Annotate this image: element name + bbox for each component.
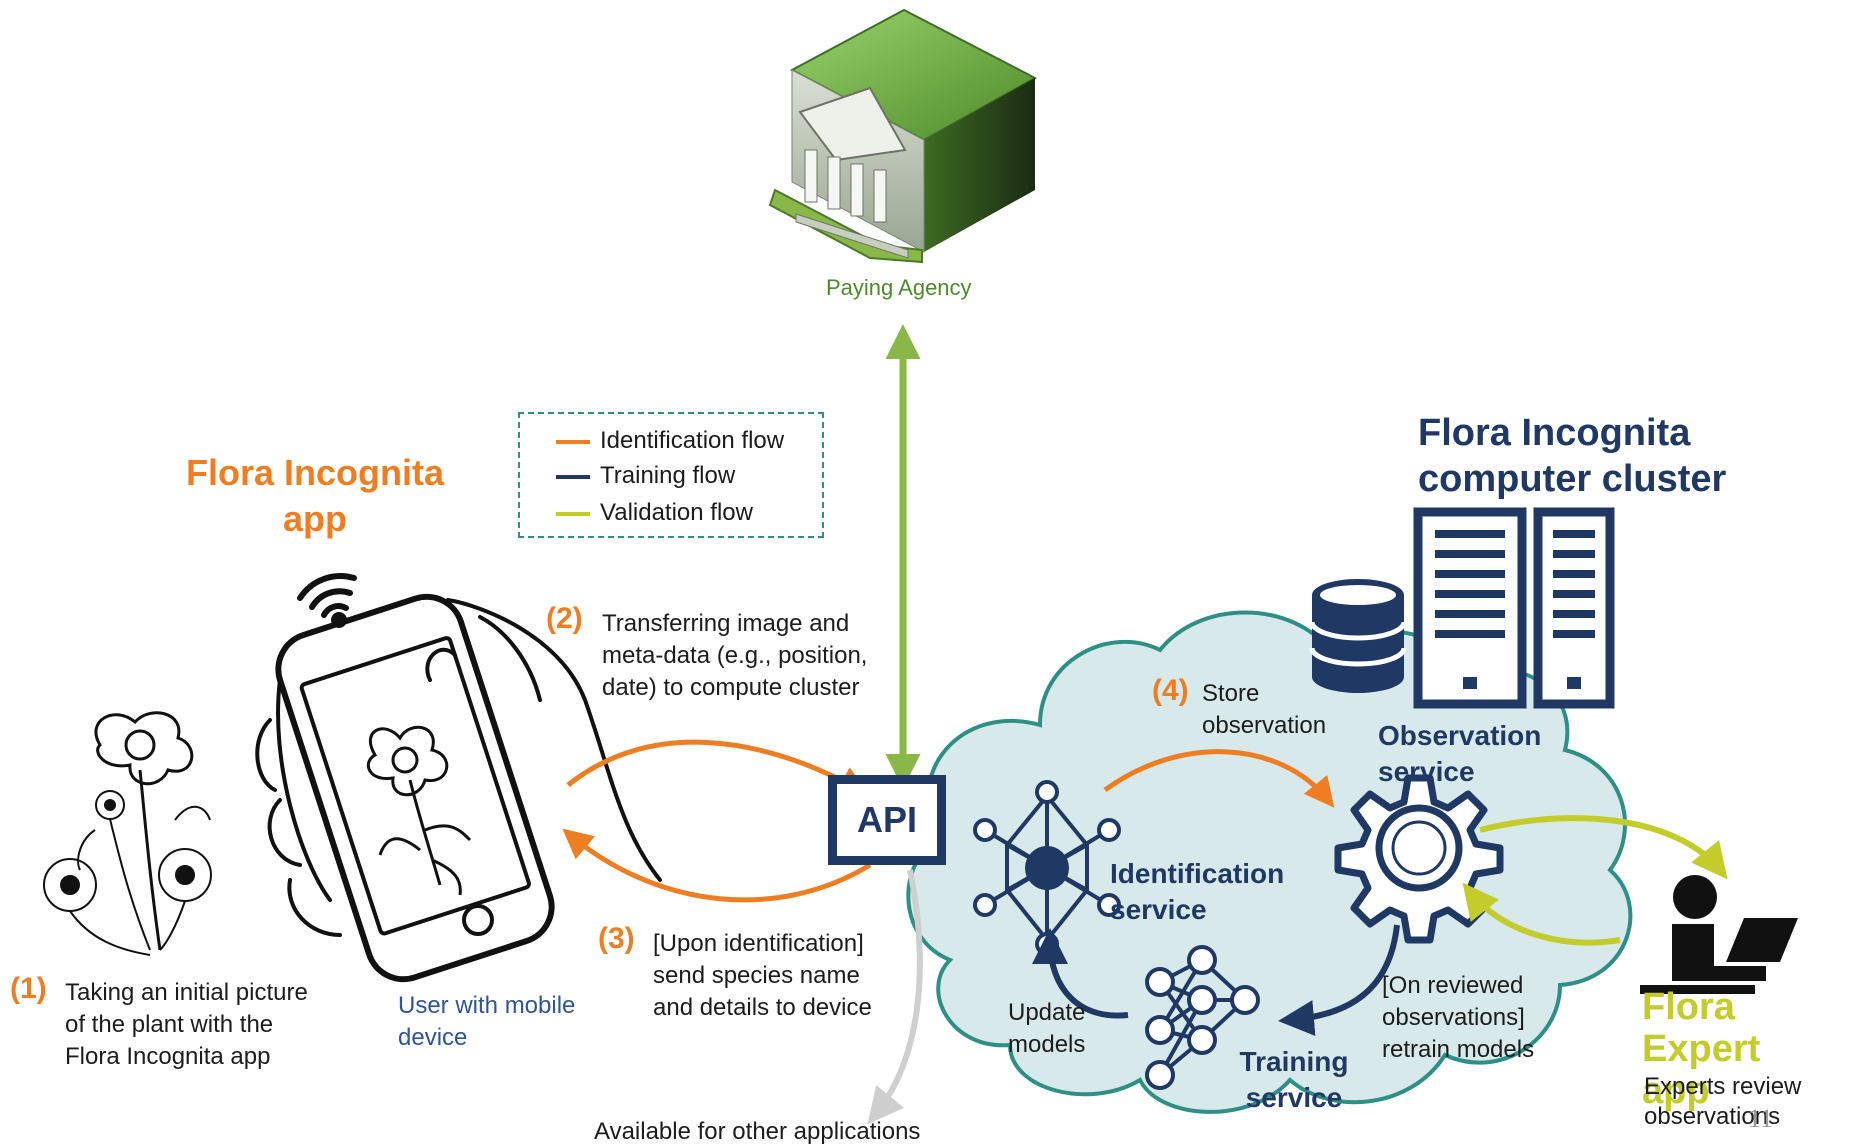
- legend-label: Identification flow: [600, 427, 785, 454]
- training-service-line2: service: [1245, 1082, 1343, 1113]
- training-service-line1: Training: [1239, 1046, 1349, 1077]
- app-title-line1: Flora Incognita: [185, 452, 444, 493]
- expert-app-title: Flora Expert app: [1642, 986, 1857, 1112]
- retrain-arrow: [1278, 924, 1400, 1036]
- other-applications-arrow: [867, 869, 923, 1125]
- step-4-number: (4): [1152, 674, 1189, 707]
- training-service-label: Training service: [1224, 1044, 1364, 1116]
- step-3-line: and details to device: [653, 994, 872, 1021]
- paying-agency-label: Paying Agency: [826, 275, 972, 300]
- user-caption-line2: device: [398, 1024, 468, 1051]
- wifi-icon: [297, 573, 357, 628]
- step-2-number: (2): [546, 602, 583, 635]
- retrain-line2: observations]: [1382, 1004, 1525, 1031]
- step-4-line: observation: [1202, 712, 1327, 739]
- page-number: 11: [1748, 1104, 1774, 1133]
- api-box: API: [828, 775, 946, 865]
- user-caption: User with mobile device: [398, 990, 575, 1054]
- legend-item-training: Training flow: [556, 461, 816, 491]
- legend-swatch: [556, 440, 590, 444]
- cloud-shape: [906, 610, 1633, 1114]
- legend-label: Training flow: [600, 462, 736, 489]
- other-applications-label: Available for other applications: [594, 1118, 921, 1145]
- step-1-line: Taking an initial picture: [65, 979, 308, 1006]
- phone-screen-flower-icon: [366, 725, 472, 896]
- user-caption-line1: User with mobile: [398, 992, 576, 1019]
- plant-drawing-icon: [43, 711, 212, 956]
- legend-label: Validation flow: [600, 499, 753, 526]
- update-models-label: Update models: [1008, 997, 1085, 1061]
- database-icon: [1309, 579, 1407, 693]
- expert-app-title-line2: app: [1642, 1070, 1710, 1112]
- store-observation-arrow: [1103, 749, 1335, 808]
- update-models-line2: models: [1008, 1031, 1086, 1058]
- retrain-line3: retrain models: [1382, 1036, 1535, 1063]
- retrain-line1: [On reviewed: [1382, 972, 1524, 999]
- validation-out-arrow: [1479, 815, 1728, 880]
- legend-item-validation: Validation flow: [556, 498, 816, 528]
- paying-agency-building-icon: [768, 8, 1038, 264]
- identification-service-line2: service: [1110, 894, 1207, 925]
- cluster-title: Flora Incognita computer cluster: [1418, 410, 1726, 502]
- gear-icon: [1334, 774, 1504, 944]
- observation-service-line1: Observation: [1378, 720, 1542, 751]
- app-title-line2: app: [282, 498, 347, 539]
- retrain-label: [On reviewed observations] retrain model…: [1382, 970, 1534, 1066]
- identification-service-label: Identification service: [1110, 856, 1284, 928]
- cluster-title-line2: computer cluster: [1418, 458, 1727, 500]
- observation-service-line2: service: [1378, 756, 1475, 787]
- step-2-line: meta-data (e.g., position,: [602, 642, 868, 669]
- step-3-line: [Upon identification]: [653, 930, 864, 957]
- step-2-text: Transferring image and meta-data (e.g., …: [602, 608, 867, 704]
- expert-caption: Experts review observations: [1644, 1072, 1801, 1132]
- server-rack-icon: [1413, 507, 1615, 709]
- expert-person-icon: [1640, 875, 1798, 994]
- step-1-line: of the plant with the: [65, 1011, 274, 1038]
- cluster-title-line1: Flora Incognita: [1418, 412, 1691, 454]
- step-4-line: Store: [1202, 680, 1260, 707]
- legend-swatch: [556, 475, 590, 479]
- validation-in-arrow: [1462, 882, 1621, 946]
- step-2-line: date) to compute cluster: [602, 674, 860, 701]
- step-2-line: Transferring image and: [602, 610, 850, 637]
- step-3-text: [Upon identification] send species name …: [653, 928, 872, 1024]
- training-network-icon: [1145, 945, 1260, 1090]
- step-1-number: (1): [10, 972, 47, 1005]
- expert-app-title-line1: Flora Expert: [1642, 986, 1761, 1070]
- step-3-number: (3): [598, 922, 635, 955]
- flow-legend: Identification flow Training flow Valida…: [518, 412, 824, 538]
- update-models-arrow: [1032, 928, 1129, 1019]
- observation-service-label: Observation service: [1378, 718, 1541, 790]
- step-1-line: Flora Incognita app: [65, 1043, 271, 1070]
- step-1-text: Taking an initial picture of the plant w…: [65, 977, 308, 1073]
- app-title: Flora Incognita app: [165, 450, 465, 542]
- update-models-line1: Update: [1008, 999, 1086, 1026]
- legend-swatch: [556, 512, 590, 516]
- step-4-text: Store observation: [1202, 678, 1326, 742]
- step-3-line: send species name: [653, 962, 860, 989]
- expert-caption-line1: Experts review: [1644, 1073, 1802, 1100]
- expert-caption-line2: observations: [1644, 1103, 1781, 1130]
- smartphone-hand-icon: [255, 593, 662, 983]
- legend-item-identification: Identification flow: [556, 426, 816, 456]
- identification-service-line1: Identification: [1110, 858, 1285, 889]
- return-arrow: [562, 828, 872, 903]
- transfer-arrow: [566, 739, 869, 795]
